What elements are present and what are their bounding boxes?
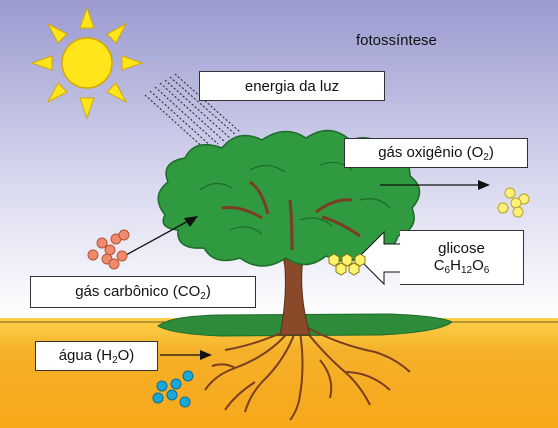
water-molecules-icon [152,370,194,408]
glucose-text: glicose [438,239,485,257]
co2-arrow [125,216,198,256]
co2-text: gás carbônico (CO2) [75,282,211,302]
diagram-title: fotossíntese [356,32,437,49]
oxygen-molecules-icon [497,187,530,218]
oxygen-label: gás oxigênio (O2) [344,138,528,168]
oxygen-text: gás oxigênio (O2) [378,143,494,163]
co2-molecules-icon [87,229,130,270]
formula-element: H [450,256,461,274]
tree-roots [204,327,411,421]
water-label: água (H2O) [35,341,158,371]
formula-element: C [433,256,445,274]
light-energy-label: energia da luz [199,71,385,101]
formula-subscript: 6 [483,264,490,276]
light-energy-text: energia da luz [244,77,340,95]
water-text: água (H2O) [58,346,135,366]
soil-background [0,318,558,428]
formula-element: O [472,256,484,274]
water-arrow [160,350,212,360]
glucose-label: glicose C6H12O6 [400,230,524,285]
co2-label: gás carbônico (CO2) [30,276,256,308]
formula-subscript: 6 [444,264,451,276]
light-rays-icon [144,73,241,151]
glucose-molecules-icon [328,253,366,276]
glucose-formula: C6H12O6 [434,257,490,276]
sun-icon [30,6,144,120]
oxygen-arrow [380,180,490,190]
formula-subscript: 12 [460,264,473,276]
